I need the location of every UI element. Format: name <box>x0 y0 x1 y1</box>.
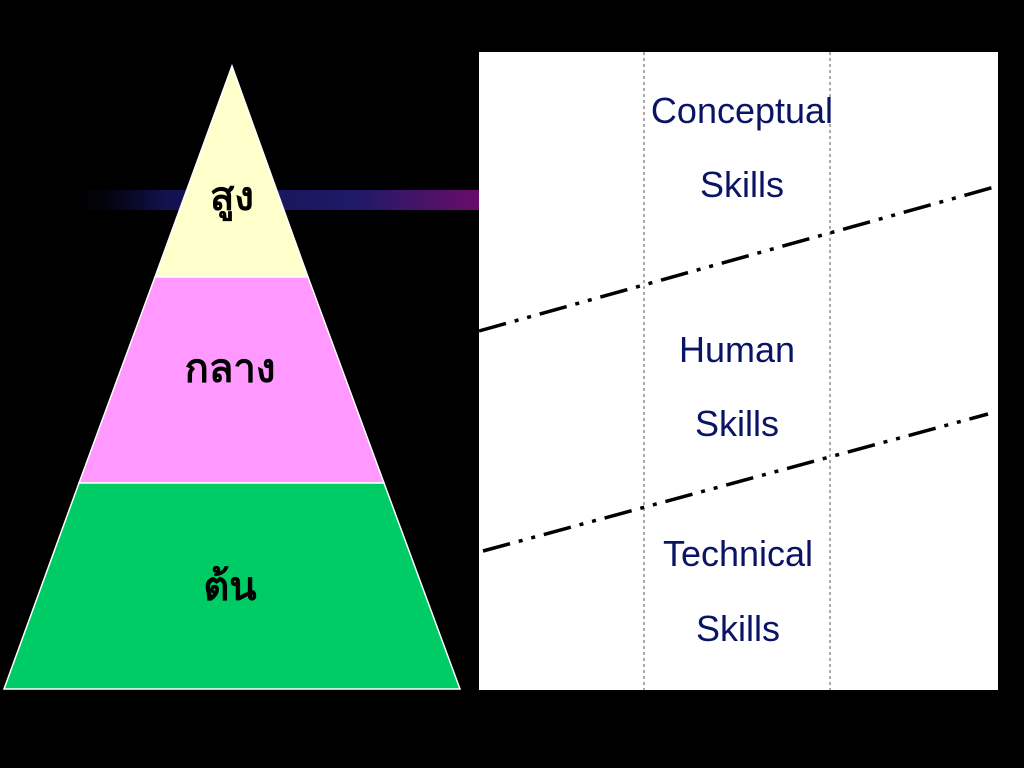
tier-label-bottom: ต้น <box>203 563 256 610</box>
pyramid-tier-top <box>153 63 310 278</box>
skill-conceptual-line2: Skills <box>700 164 784 205</box>
skill-human-line2: Skills <box>695 403 779 444</box>
skills-panel-background <box>479 52 998 690</box>
skill-conceptual-line1: Conceptual <box>651 90 833 131</box>
tier-label-top: สูง <box>210 173 254 221</box>
skill-technical-line2: Skills <box>696 608 780 649</box>
skills-panel: Conceptual Skills Human Skills Technical… <box>478 52 999 690</box>
pyramid: สูง กลาง ต้น <box>2 63 462 690</box>
divider-upper <box>478 184 999 333</box>
pyramid-tier-bottom <box>2 482 462 690</box>
skill-human-line1: Human <box>679 329 795 370</box>
divider-lower <box>482 412 989 553</box>
skill-technical-line1: Technical <box>663 533 813 574</box>
tier-label-middle: กลาง <box>185 345 276 392</box>
